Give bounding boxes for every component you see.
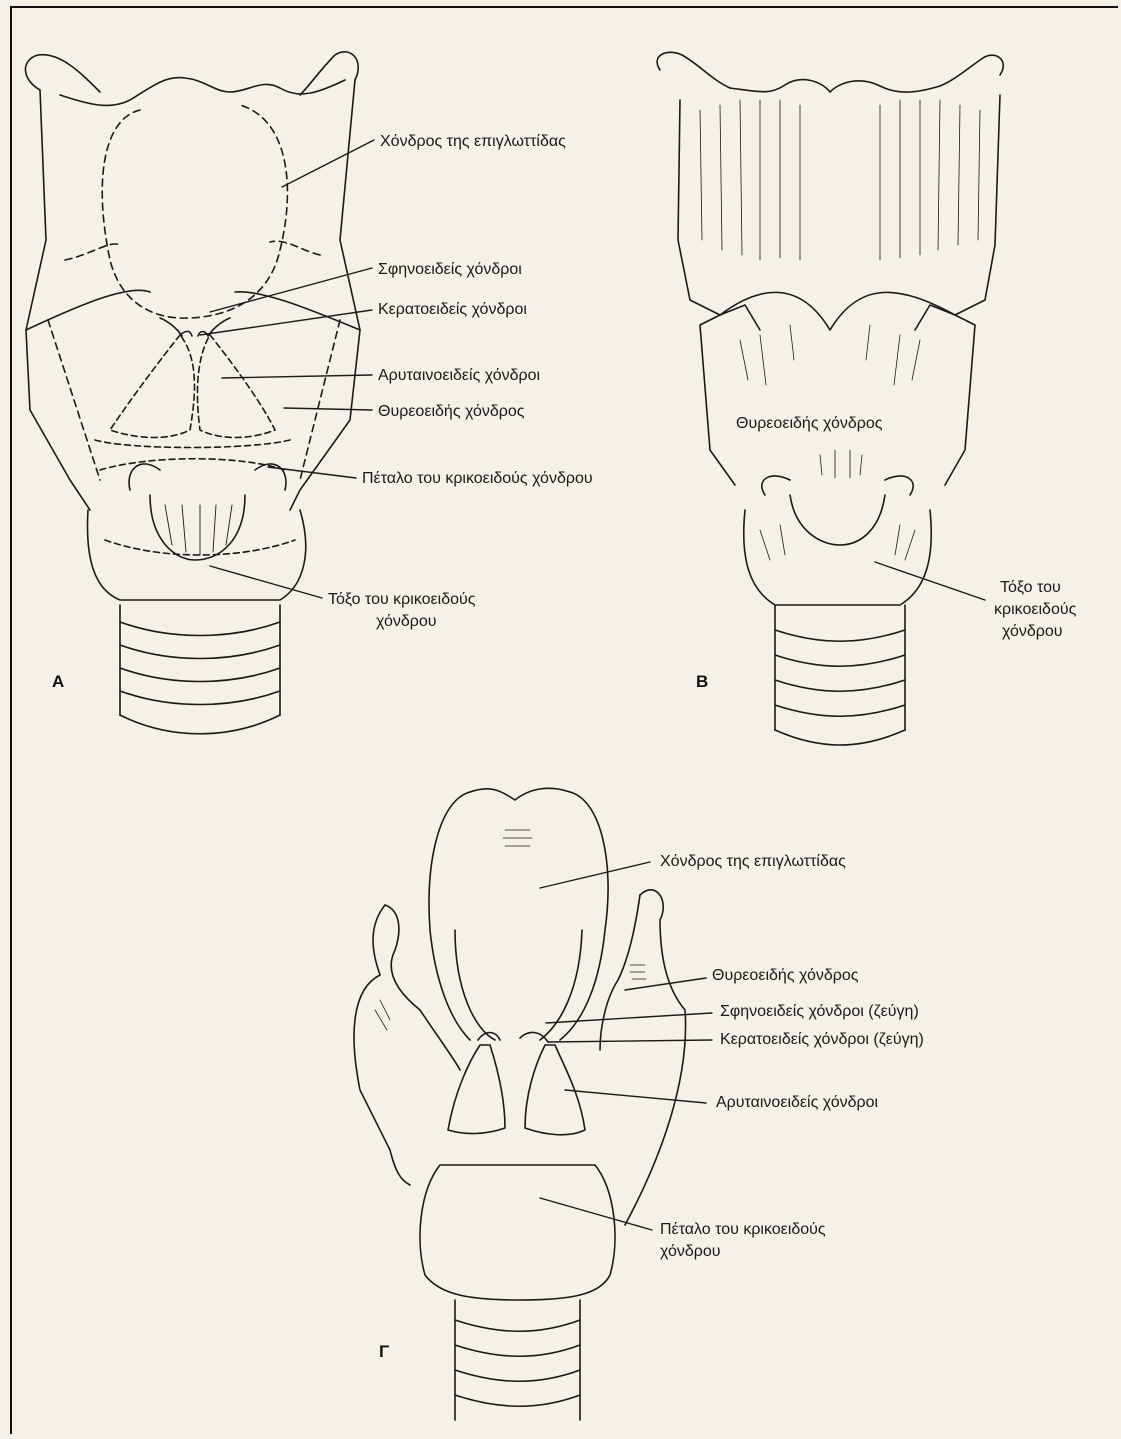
figure-b-larynx xyxy=(657,52,1003,745)
figure-a-larynx xyxy=(25,52,360,734)
figure-b-leader-lines xyxy=(875,562,985,600)
label-c-cuneiform: Σφηνοειδείς χόνδροι (ζεύγη) xyxy=(720,1002,919,1022)
figure-c-larynx xyxy=(354,788,686,1420)
label-c-epiglottis: Χόνδρος της επιγλωττίδας xyxy=(660,852,846,872)
label-c-arytenoid: Αρυταινοειδείς χόνδροι xyxy=(716,1093,878,1113)
label-c-thyroid: Θυρεοειδής χόνδρος xyxy=(712,966,858,986)
label-b-thyroid: Θυρεοειδής χόνδρος xyxy=(736,414,882,434)
label-b-cricoid-arch-line3: χόνδρου xyxy=(1002,622,1063,642)
label-c-cricoid-lamina-line2: χόνδρου xyxy=(660,1242,721,1262)
label-a-cricoid-arch-line2: χόνδρου xyxy=(376,612,437,632)
label-a-cricoid-lamina: Πέταλο του κρικοειδούς χόνδρου xyxy=(362,469,593,489)
label-b-cricoid-arch-line2: κρικοειδούς xyxy=(994,600,1076,620)
figure-c-leader-lines xyxy=(540,862,712,1230)
panel-label-b: B xyxy=(696,672,708,692)
label-a-cricoid-arch-line1: Τόξο του κρικοειδούς xyxy=(328,590,476,610)
label-c-corniculate: Κερατοειδείς χόνδροι (ζεύγη) xyxy=(720,1030,924,1050)
label-a-thyroid: Θυρεοειδής χόνδρος xyxy=(378,402,524,422)
label-a-epiglottis: Χόνδρος της επιγλωττίδας xyxy=(380,132,566,152)
panel-label-c: Γ xyxy=(379,1342,389,1362)
panel-label-a: A xyxy=(52,672,64,692)
label-a-corniculate: Κερατοειδείς χόνδροι xyxy=(378,300,527,320)
label-c-cricoid-lamina-line1: Πέταλο του κρικοειδούς xyxy=(660,1220,826,1240)
label-a-cuneiform: Σφηνοειδείς χόνδροι xyxy=(378,260,522,280)
label-a-arytenoid: Αρυταινοειδείς χόνδροι xyxy=(378,366,540,386)
label-b-cricoid-arch-line1: Τόξο του xyxy=(1000,578,1061,598)
